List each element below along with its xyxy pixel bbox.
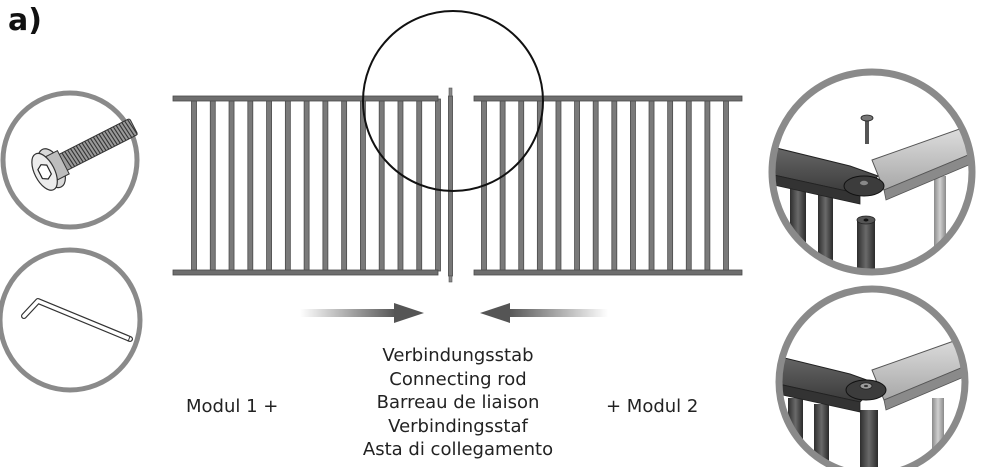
fence-left-bar bbox=[378, 98, 385, 272]
rod-name-en: Connecting rod bbox=[389, 368, 527, 390]
arrow-left bbox=[480, 303, 608, 323]
joint-detail-separated bbox=[768, 68, 976, 276]
connecting-rod bbox=[448, 87, 453, 283]
fence-module-right bbox=[473, 95, 743, 276]
fence-right-bar bbox=[518, 98, 525, 272]
allen-key-icon bbox=[21, 298, 133, 342]
fence-left-bar bbox=[191, 98, 197, 272]
fence-right-bar bbox=[685, 98, 692, 272]
fence-right-bar bbox=[723, 98, 729, 272]
fence-right-bar bbox=[648, 98, 655, 272]
fence-left-bar bbox=[266, 98, 272, 272]
fence-left-bar bbox=[397, 98, 404, 272]
fence-right-bar bbox=[630, 98, 636, 272]
fence-module-left bbox=[172, 95, 441, 276]
connecting-rod-names: Verbindungsstab Connecting rod Barreau d… bbox=[300, 344, 616, 462]
fence-left-top-rail bbox=[172, 95, 439, 102]
rod-name-fr: Barreau de liaison bbox=[376, 392, 540, 413]
module-2-label: + Modul 2 bbox=[606, 396, 699, 417]
fence-left-bar bbox=[303, 98, 310, 272]
arrow-right bbox=[300, 303, 424, 323]
rod-name-nl: Verbindingsstaf bbox=[388, 415, 528, 437]
rod-name-it: Asta di collegamento bbox=[362, 439, 554, 460]
fence-right-bottom-rail bbox=[473, 269, 743, 276]
fence-left-bar bbox=[322, 98, 329, 272]
screw-detail bbox=[0, 90, 140, 230]
fence-left-bar bbox=[284, 98, 291, 272]
fence-right-bar bbox=[592, 98, 599, 272]
fence-left-bottom-rail bbox=[172, 269, 439, 276]
fence-left-bar bbox=[209, 98, 216, 272]
screw-icon bbox=[31, 118, 138, 191]
fence-left-bar bbox=[228, 98, 235, 272]
module-1-label: Modul 1 + bbox=[186, 396, 279, 417]
detail-highlight-circle bbox=[362, 10, 544, 192]
fence-right-bar bbox=[574, 98, 580, 272]
fence-right-bar bbox=[611, 98, 618, 272]
fence-left-bar bbox=[247, 98, 254, 272]
step-label: a) bbox=[8, 3, 42, 38]
fence-right-top-rail bbox=[473, 95, 743, 102]
rod-name-de: Verbindungsstab bbox=[382, 345, 534, 366]
fence-left-bar bbox=[360, 98, 366, 272]
fence-right-bar bbox=[555, 98, 562, 272]
allen-key-detail bbox=[0, 247, 143, 393]
fence-right-bar bbox=[704, 98, 711, 272]
fence-right-bar bbox=[667, 98, 674, 272]
fence-right-bar bbox=[499, 98, 506, 272]
fence-left-bar bbox=[435, 98, 441, 272]
joint-detail-assembled bbox=[775, 285, 969, 471]
fence-left-bar bbox=[341, 98, 348, 272]
